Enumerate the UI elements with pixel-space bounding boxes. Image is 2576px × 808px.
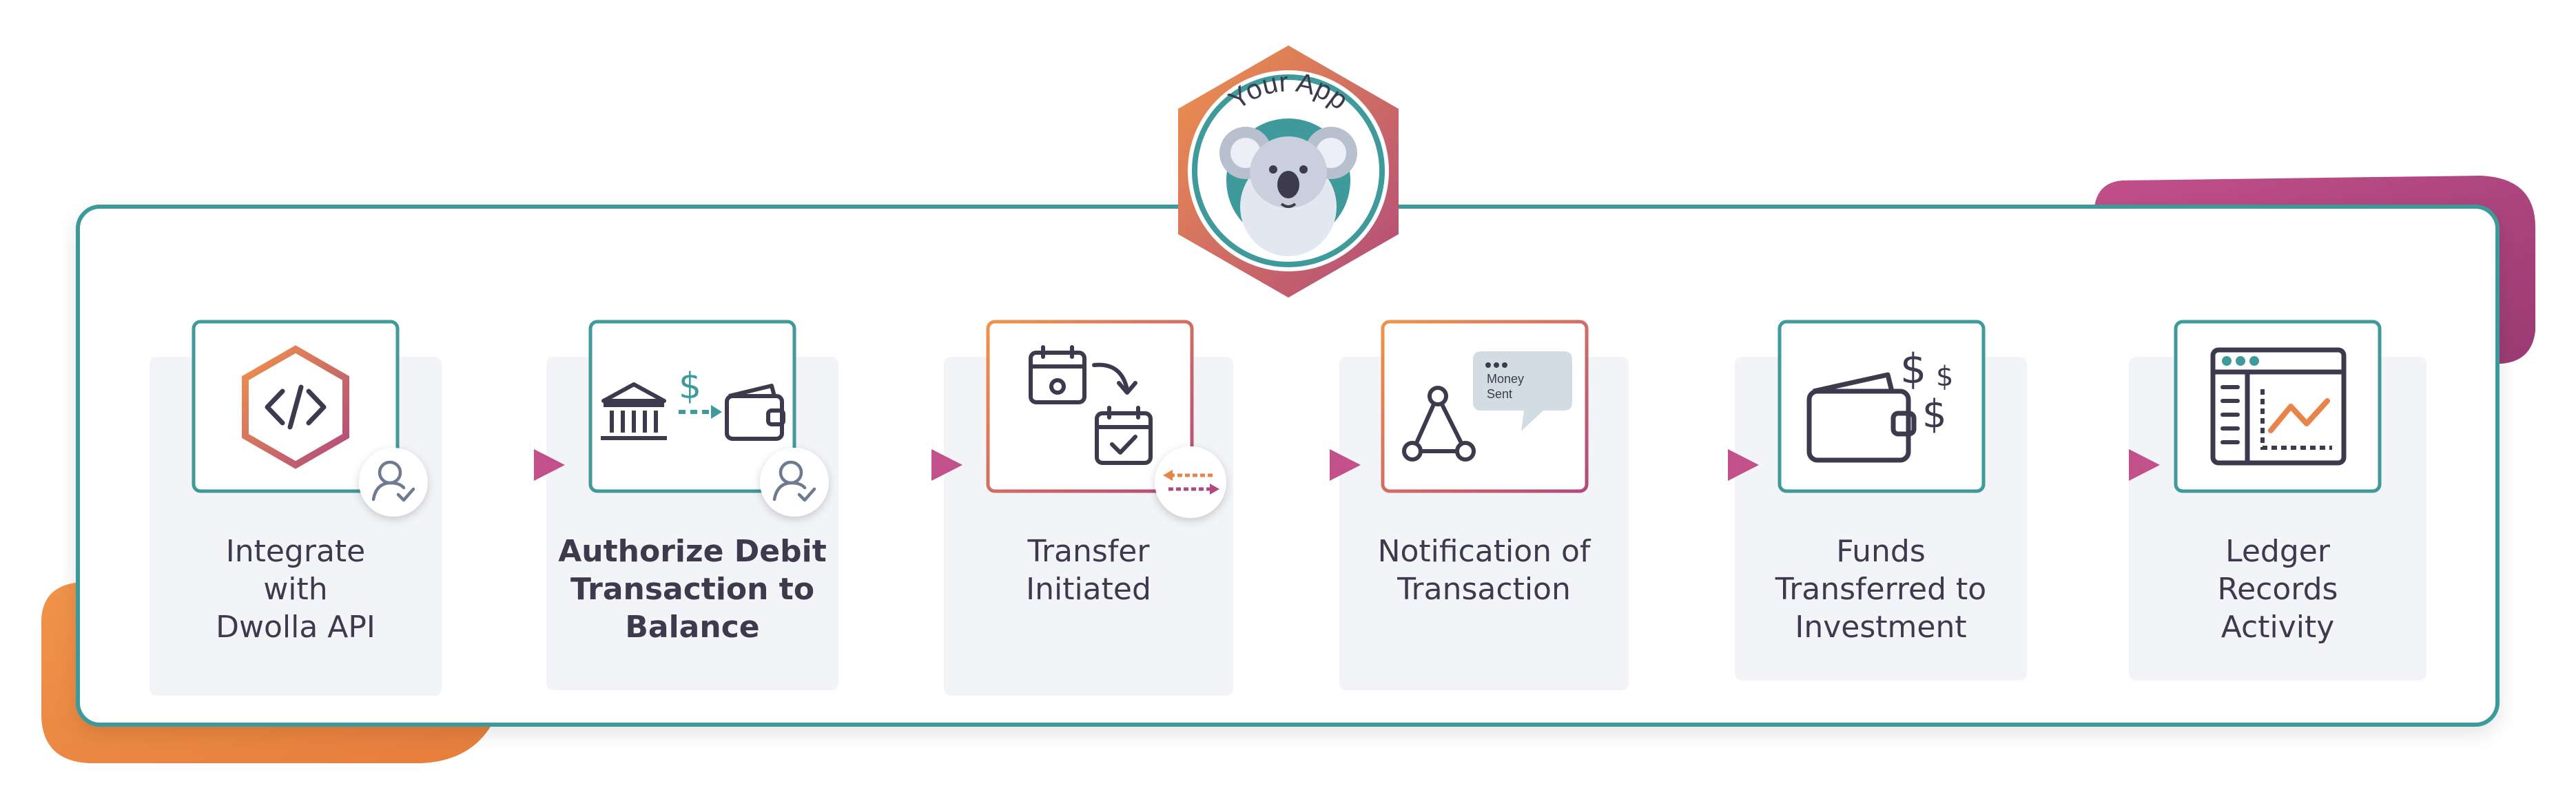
svg-text:Your App: Your App (1223, 67, 1353, 116)
exchange-badge (1155, 446, 1226, 518)
step-label-6: Ledger Records Activity (2217, 534, 2338, 645)
icon-box-3 (986, 320, 1194, 493)
icon-box-5 (1778, 320, 1986, 493)
svg-text:$: $ (1900, 345, 1926, 393)
calendar-transfer-icon (1029, 345, 1153, 465)
step-label-1: Integrate with Dwolla API (216, 534, 375, 645)
step-label-3: Transfer Initiated (1026, 534, 1151, 607)
exchange-arrows-icon (1163, 470, 1219, 495)
notification-network-icon (1402, 351, 1572, 462)
connector-4-5 (1633, 449, 1759, 481)
connector-2-3 (834, 449, 962, 481)
step-label-5: Funds Transferred to Investment (1775, 534, 1987, 645)
step-label-4: Notification of Transaction (1377, 534, 1591, 607)
user-check-icon (371, 460, 415, 502)
bubble-text-line1: Money (1487, 372, 1524, 386)
connector-1-2 (435, 449, 565, 481)
bank-to-wallet-icon: $ (601, 366, 785, 441)
user-check-icon (772, 460, 816, 502)
your-app-label: Your App (1223, 67, 1353, 116)
ledger-chart-icon (2210, 347, 2347, 466)
step-label-2: Authorize Debit Transaction to Balance (558, 534, 827, 645)
connector-3-4 (1230, 449, 1361, 481)
wallet-dollar-icon: $ $ $ (1806, 345, 1953, 463)
connector-5-6 (2031, 449, 2160, 481)
code-hexagon-icon (242, 345, 349, 469)
bubble-text-line2: Sent (1487, 387, 1512, 401)
svg-text:$: $ (1936, 361, 1953, 393)
koala-icon (1219, 127, 1357, 256)
svg-text:$: $ (679, 366, 701, 407)
icon-box-2 (588, 320, 796, 493)
speech-bubble (1473, 351, 1572, 431)
svg-text:$: $ (1922, 392, 1947, 437)
